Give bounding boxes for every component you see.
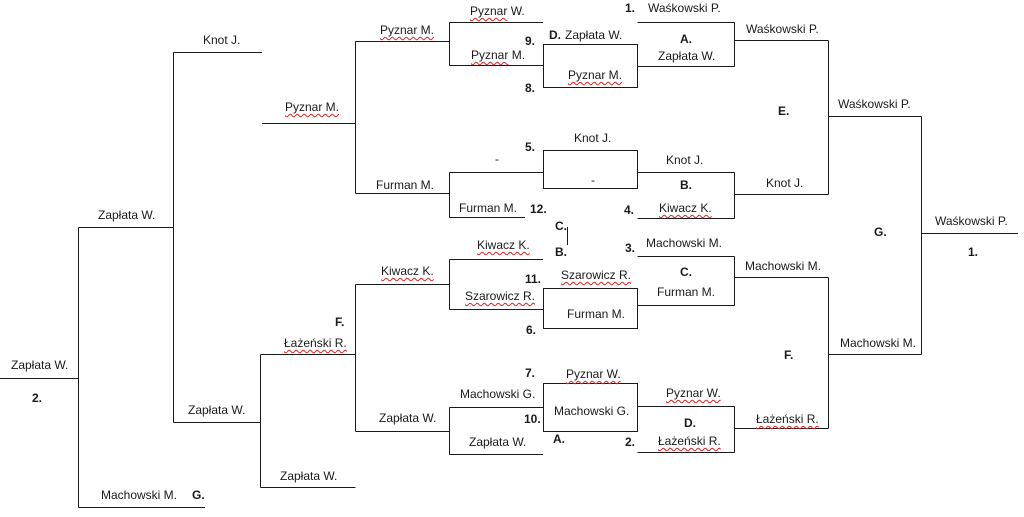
player-label: Machowski M.	[745, 259, 822, 273]
player-label: Pyznar M.	[380, 23, 435, 37]
player-label: Furman M.	[567, 307, 626, 321]
player-label: Knot J.	[574, 131, 612, 145]
match-number: 6.	[526, 323, 537, 337]
match-letter: A.	[680, 32, 692, 46]
match-number: 12.	[530, 202, 547, 216]
player-label: Łażeński R.	[284, 336, 347, 350]
player-label: Łażeński R.	[756, 412, 819, 426]
match-number: 10.	[524, 412, 541, 426]
player-label: Zapłata W.	[565, 28, 623, 42]
player-label: Pyznar W.	[470, 4, 525, 18]
match-number: 8.	[525, 81, 536, 95]
player-label: Zapłata W.	[188, 403, 246, 417]
match-letter: G.	[874, 225, 887, 239]
player-label: Zapłata W.	[379, 411, 437, 425]
player-label: Waśkowski P.	[935, 214, 1008, 228]
player-label: Waśkowski P.	[746, 22, 819, 36]
match-letter: A.	[553, 432, 565, 446]
match-number: 4.	[624, 203, 635, 217]
placeholder-dash: -	[591, 173, 595, 187]
placement-number: 2.	[32, 391, 43, 405]
player-label: Waśkowski P.	[648, 1, 721, 15]
player-label: Machowski M.	[840, 336, 917, 350]
player-label: Waśkowski P.	[838, 97, 911, 111]
player-label: Zapłata W.	[280, 469, 338, 483]
player-label: Zapłata W.	[11, 358, 69, 372]
player-label: Kiwacz K.	[659, 201, 712, 215]
match-letter: C.	[555, 219, 567, 233]
match-letter: D.	[684, 416, 696, 430]
match-letter: G.	[192, 488, 205, 502]
player-label: Pyznar W.	[566, 367, 621, 381]
player-label: Furman M.	[376, 178, 435, 192]
match-letter: B.	[555, 245, 567, 259]
match-letter: B.	[680, 178, 692, 192]
match-number: 9.	[525, 34, 536, 48]
player-label: Zapłata W.	[658, 49, 716, 63]
player-label: Machowski M.	[101, 488, 178, 502]
match-number: 1.	[625, 1, 636, 15]
player-label: Pyznar M.	[285, 100, 340, 114]
player-label: Furman M.	[459, 201, 518, 215]
player-label: Machowski G.	[554, 404, 630, 418]
match-number: 2.	[625, 435, 636, 449]
player-label: Furman M.	[657, 285, 716, 299]
player-label: Kiwacz K.	[477, 238, 530, 252]
match-letter: D.	[549, 28, 561, 42]
player-label: Szarowicz R.	[561, 268, 632, 282]
match-letter: F.	[335, 315, 345, 329]
player-label: Zapłata W.	[98, 208, 156, 222]
player-label: Kiwacz K.	[381, 264, 434, 278]
match-number: 7.	[525, 366, 536, 380]
player-label: Machowski G.	[460, 387, 536, 401]
placement-number: 1.	[968, 245, 979, 259]
placeholder-dash: -	[495, 152, 499, 166]
player-label: Łażeński R.	[658, 434, 721, 448]
player-label: Pyznar M.	[471, 48, 526, 62]
match-letter: C.	[680, 265, 692, 279]
player-label: Knot J.	[666, 153, 704, 167]
match-number: 11.	[525, 272, 542, 286]
match-number: 5.	[525, 140, 536, 154]
player-label: Knot J.	[766, 176, 804, 190]
player-label: Knot J.	[203, 33, 241, 47]
player-label: Pyznar W.	[666, 386, 721, 400]
match-letter: E.	[778, 104, 790, 118]
player-label: Szarowicz R.	[465, 289, 536, 303]
match-letter: F.	[784, 348, 794, 362]
player-label: Machowski M.	[646, 236, 723, 250]
player-label: Pyznar M.	[568, 68, 623, 82]
player-label: Zapłata W.	[469, 435, 527, 449]
match-number: 3.	[625, 241, 636, 255]
